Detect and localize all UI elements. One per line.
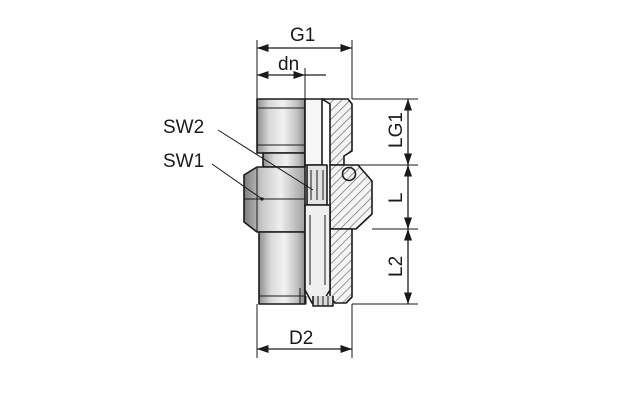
label-sw1: SW1 xyxy=(163,151,204,172)
fitting-section xyxy=(299,98,373,307)
label-lg1: LG1 xyxy=(386,112,407,148)
label-d2: D2 xyxy=(289,328,313,349)
lower-body xyxy=(258,231,306,305)
fitting-exterior xyxy=(243,98,306,305)
dimension-l: L xyxy=(372,165,418,230)
callout-sw2: SW2 xyxy=(163,117,314,191)
dimension-d2: D2 xyxy=(256,304,353,358)
label-l2: L2 xyxy=(386,256,407,277)
label-sw2: SW2 xyxy=(163,117,204,138)
dimension-l2: L2 xyxy=(352,229,418,305)
label-g1: G1 xyxy=(290,25,315,46)
o-ring xyxy=(341,166,357,182)
callout-sw1: SW1 xyxy=(163,151,264,201)
dimension-dn: dn xyxy=(256,54,326,99)
label-dn: dn xyxy=(278,54,299,75)
label-l: L xyxy=(386,192,407,203)
dimension-lg1: LG1 xyxy=(352,98,418,166)
dimension-g1: G1 xyxy=(256,25,353,99)
